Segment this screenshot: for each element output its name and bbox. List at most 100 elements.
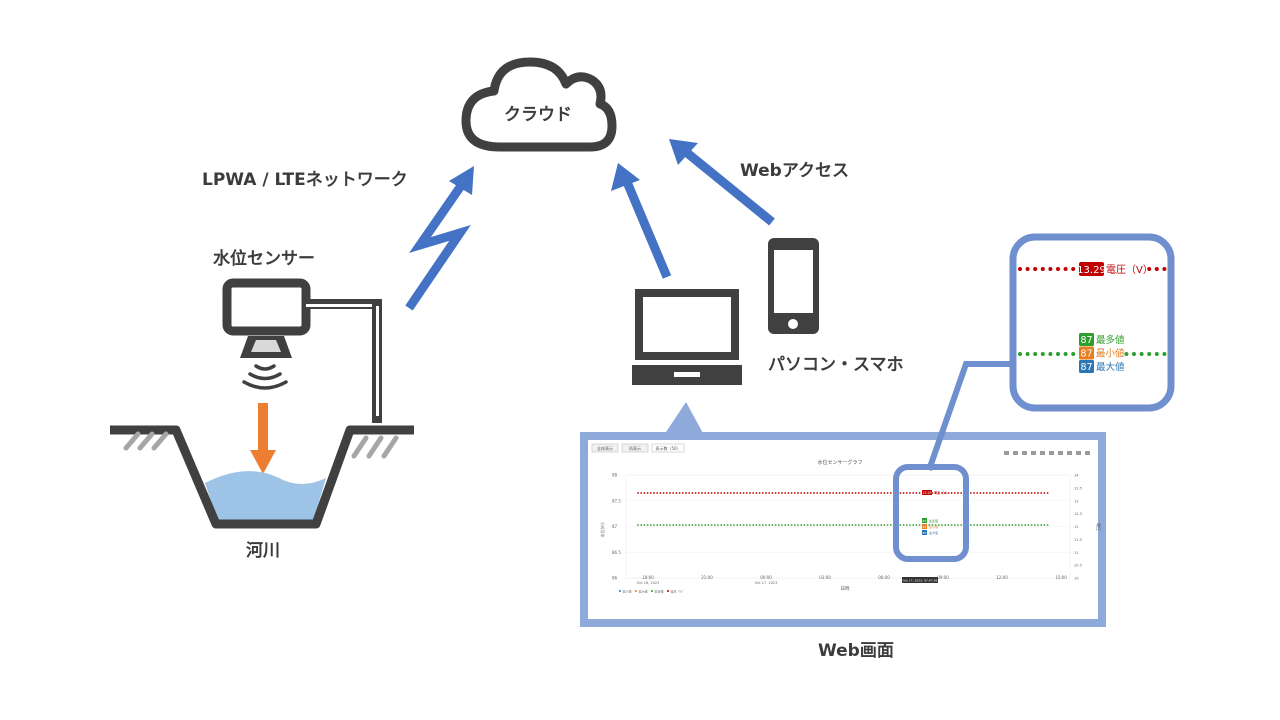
screen-voltage-point	[688, 492, 691, 494]
zoom-level-point	[1147, 352, 1152, 356]
screen-voltage-point	[941, 492, 943, 494]
screen-voltage-value: 13.29	[922, 491, 931, 495]
screen-level-point	[729, 524, 732, 526]
screen-level-point	[909, 524, 911, 526]
screen-voltage-point	[953, 492, 956, 494]
screen-level-point	[765, 524, 767, 526]
screen-level-point	[864, 524, 867, 526]
screen-level-point	[653, 524, 655, 526]
screen-voltage-point	[637, 492, 639, 494]
screen-voltage-point	[870, 492, 873, 494]
screen-voltage-point	[720, 492, 723, 494]
screen-voltage-point	[701, 492, 703, 494]
sensor-label: 水位センサー	[213, 249, 315, 269]
screen-voltage-point	[742, 492, 745, 494]
screen-voltage-point	[1011, 492, 1014, 494]
zoom-level-point	[1040, 352, 1045, 356]
screen-voltage-point	[681, 492, 684, 494]
zoom-level-point	[1139, 352, 1144, 356]
screen-level-point	[832, 524, 835, 526]
screen-level-point	[861, 524, 863, 526]
screen-y-label-right: 電圧	[1096, 523, 1101, 531]
screen-level-point	[944, 524, 947, 526]
screen-voltage-point	[1008, 492, 1011, 494]
screen-voltage-point	[848, 492, 851, 494]
screen-voltage-point	[989, 492, 991, 494]
laptop-to-cloud-arrow	[611, 163, 672, 279]
screen-voltage-point	[774, 492, 777, 494]
screen-voltage-point	[717, 492, 719, 494]
zoom-level-tag	[1079, 333, 1094, 346]
zoom-highlight	[893, 464, 969, 562]
screen-voltage-point	[771, 492, 774, 494]
screen-level-tag	[922, 530, 927, 535]
screen-level-name: 最大値	[929, 530, 938, 535]
zoom-level-point	[1025, 352, 1030, 356]
zoom-level-point	[1018, 352, 1022, 356]
screen-voltage-point	[669, 492, 671, 494]
screen-level-point	[733, 524, 735, 526]
screen-level-point	[1033, 524, 1036, 526]
screen-voltage-point	[809, 492, 812, 494]
screen-level-point	[848, 524, 851, 526]
screen-legend-marker	[651, 590, 653, 592]
screen-voltage-point	[1040, 492, 1043, 494]
screen-voltage-point	[659, 492, 662, 494]
screen-level-point	[1008, 524, 1011, 526]
screen-voltage-point	[950, 492, 953, 494]
screen-y-label-left: 水位(m)	[599, 522, 605, 537]
screen-level-point	[979, 524, 982, 526]
screen-level-point	[675, 524, 678, 526]
toolbar-icon	[1031, 451, 1036, 455]
screen-tooltip-time: Oct 17, 2023, 07:47:26	[903, 579, 938, 583]
screen-level-point	[1046, 524, 1049, 526]
screen-voltage-point	[1037, 492, 1039, 494]
screen-level-point	[701, 524, 703, 526]
screen-voltage-point	[649, 492, 652, 494]
screen-level-point	[742, 524, 745, 526]
screen-level-point	[726, 524, 729, 526]
screen-x-label: 日時	[841, 586, 850, 592]
screen-voltage-point	[675, 492, 678, 494]
zoom-voltage-point	[1162, 267, 1167, 271]
screen-voltage-point	[806, 492, 809, 494]
screen-y-tick-left: 86.5	[612, 550, 621, 555]
screen-voltage-point	[835, 492, 838, 494]
toolbar-icon	[1076, 451, 1081, 455]
lightning-arrow	[405, 166, 474, 311]
screen-voltage-point	[873, 492, 876, 494]
screen-y-tick-left: 86	[612, 576, 618, 581]
screen-y-tick-right: 13	[1074, 499, 1079, 503]
screen-voltage-point	[653, 492, 655, 494]
screen-voltage-point	[710, 492, 713, 494]
screen-level-point	[1043, 524, 1046, 526]
screen-level-point	[1021, 524, 1023, 526]
screen-level-point	[902, 524, 905, 526]
screen-voltage-point	[662, 492, 665, 494]
screen-legend-marker	[667, 590, 669, 592]
screen-x-date: Oct 17, 2023	[755, 581, 778, 585]
screen-voltage-point	[909, 492, 911, 494]
screen-legend-label: 最大値	[639, 589, 648, 594]
screen-level-point	[982, 524, 985, 526]
screen-x-tick: 06:00	[878, 575, 890, 580]
screen-level-point	[777, 524, 780, 526]
water-level-sensor-icon	[222, 278, 382, 423]
toolbar-icon	[1058, 451, 1063, 455]
river-icon	[110, 425, 414, 529]
screen-legend-marker	[635, 590, 637, 592]
screen-level-name: 最多値	[929, 518, 938, 523]
screen-voltage-point	[976, 492, 979, 494]
screen-voltage-point	[800, 492, 803, 494]
screen-level-point	[745, 524, 748, 526]
screen-level-point	[870, 524, 873, 526]
screen-voltage-point	[787, 492, 790, 494]
zoom-level-name: 最小値	[1096, 348, 1125, 360]
screen-voltage-point	[646, 492, 649, 494]
screen-level-point	[835, 524, 838, 526]
screen-level-point	[995, 524, 998, 526]
screen-x-date: Oct 16, 2023	[637, 581, 660, 585]
screen-y-tick-right: 12	[1074, 525, 1079, 529]
screen-voltage-point	[745, 492, 748, 494]
screen-voltage-point	[889, 492, 892, 494]
